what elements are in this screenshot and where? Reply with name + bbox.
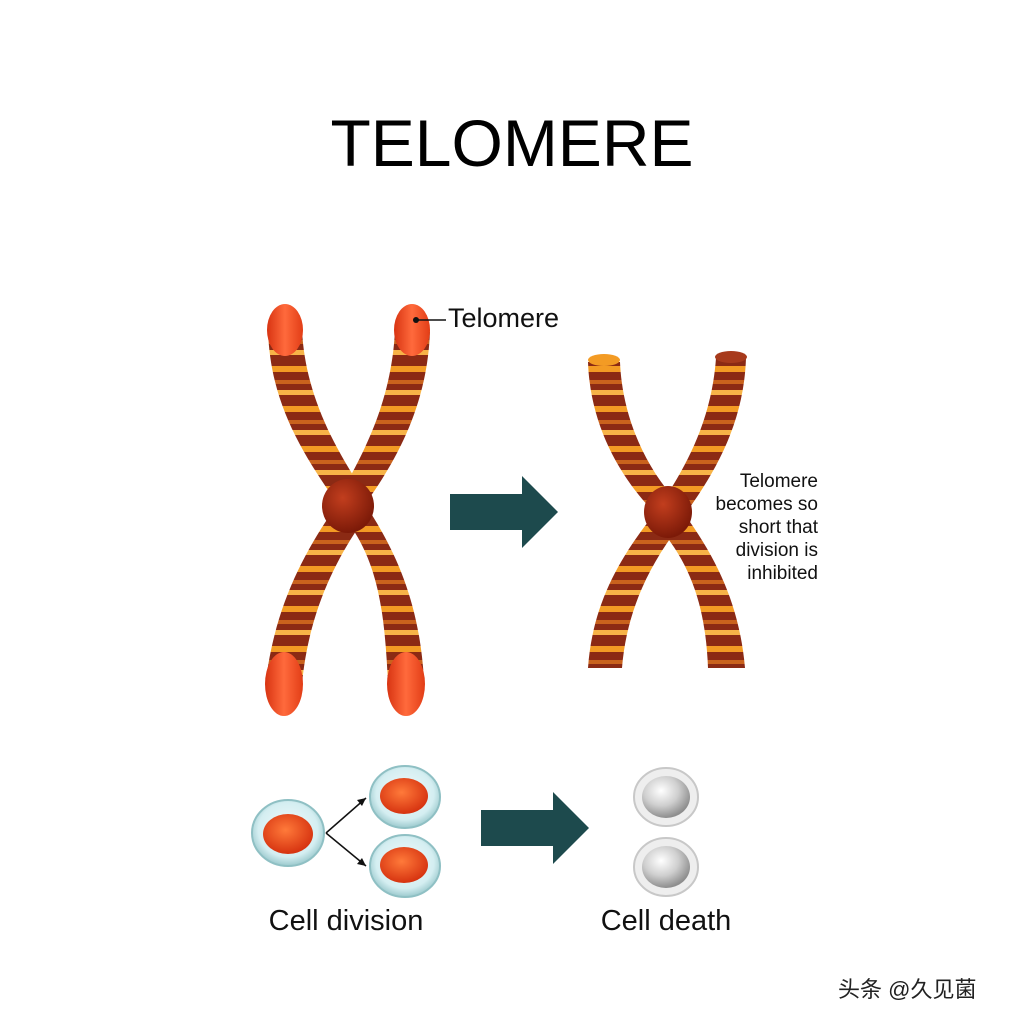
telomere-cap	[387, 652, 425, 716]
cell-icon	[251, 799, 325, 867]
note-line: division is	[735, 540, 818, 561]
cell-death-group	[633, 767, 699, 897]
cell-death-label: Cell death	[600, 905, 732, 937]
note-line: inhibited	[747, 563, 818, 584]
dead-cell-icon	[633, 767, 699, 827]
chromatid-arm-upper-right	[345, 330, 430, 500]
inhibited-note: Telomere becomes so short that division …	[690, 470, 818, 585]
cell-division-label: Cell division	[268, 905, 424, 937]
note-line: becomes so	[715, 494, 818, 515]
telomere-cap	[267, 304, 303, 356]
arrowhead-icon	[357, 798, 366, 806]
telomere-pointer-dot	[413, 317, 419, 323]
chromatid-arm-lower-right	[352, 515, 424, 684]
arrowhead-icon	[357, 858, 366, 866]
chromatid-arm-lower-left	[266, 515, 358, 684]
watermark: 头条 @久见菌	[838, 977, 977, 1002]
chromosome-long-telomeres	[265, 304, 430, 716]
short-telomere-end	[715, 351, 747, 363]
telomere-cap	[394, 304, 430, 356]
cell-icon	[369, 834, 441, 898]
division-line-down	[325, 832, 367, 867]
note-line: short that	[738, 517, 818, 538]
cell-icon	[369, 765, 441, 829]
centromere	[322, 479, 374, 533]
short-telomere-end	[588, 354, 620, 366]
chromatid-arm-upper-left	[268, 330, 360, 500]
note-line: Telomere	[739, 471, 818, 492]
telomere-cap	[265, 652, 303, 716]
right-arrow-icon	[450, 476, 558, 548]
chromatid-arm-lower-right	[666, 522, 745, 668]
chromosome-short-telomeres	[588, 351, 747, 668]
division-line-up	[325, 797, 367, 834]
right-arrow-icon	[481, 792, 589, 864]
cell-division-group	[251, 765, 441, 898]
centromere	[644, 486, 692, 538]
chromatid-arm-upper-right	[665, 358, 746, 510]
chromatid-arm-upper-left	[588, 362, 672, 508]
page-title: TELOMERE	[330, 106, 694, 180]
chromatid-arm-lower-left	[588, 522, 672, 668]
telomere-label: Telomere	[448, 303, 560, 333]
dead-cell-icon	[633, 837, 699, 897]
